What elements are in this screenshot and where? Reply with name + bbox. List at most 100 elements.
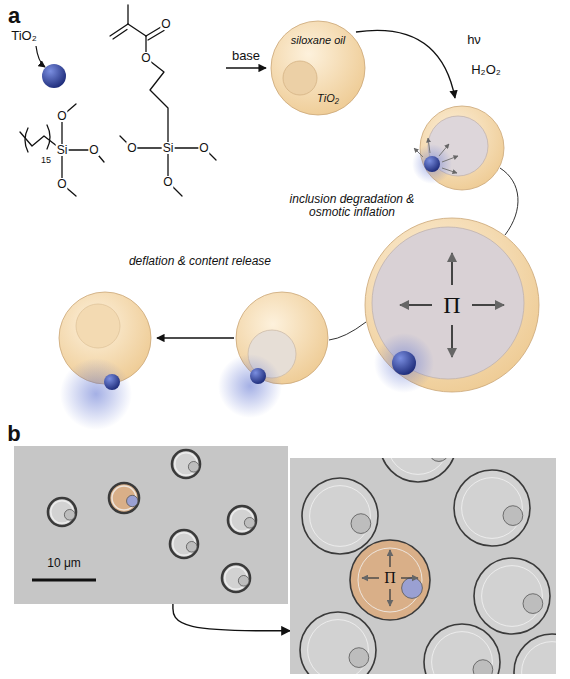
- inflated-droplet: Π: [364, 217, 540, 393]
- pressure-arrow: [389, 550, 390, 567]
- atom-label: Si: [56, 144, 69, 156]
- droplet-body: [48, 498, 76, 526]
- atom-label: O: [56, 178, 67, 190]
- inclusion: [402, 578, 423, 599]
- inclusion: [473, 660, 493, 674]
- droplet-body: [454, 470, 530, 546]
- node-shape: [14, 446, 288, 604]
- droplet-body: [474, 558, 550, 634]
- bond: [148, 31, 164, 41]
- droplet-highlight: [462, 478, 523, 539]
- bond: [127, 5, 128, 24]
- inclusion: [372, 227, 524, 379]
- pressure-arrow: [451, 253, 453, 285]
- tio2-particle: [250, 368, 266, 384]
- osmotic-pressure-symbol: Π: [384, 569, 396, 587]
- droplet-body: [170, 530, 198, 558]
- bond: [146, 58, 168, 148]
- droplet: [302, 478, 378, 554]
- bond: [128, 24, 146, 36]
- droplet-body: [350, 540, 430, 620]
- step-label: deflation & content release: [129, 255, 271, 268]
- atom-label: O: [56, 110, 67, 122]
- arrow-label: base: [232, 49, 260, 63]
- pointer-arrow: [36, 46, 45, 67]
- radical-arrow: [442, 168, 457, 173]
- release-glow: [60, 358, 132, 430]
- droplet-body: [514, 634, 556, 674]
- release-glow: [374, 333, 434, 393]
- arrow-label: H₂O₂: [471, 63, 501, 77]
- scale-label: 10 μm: [47, 557, 81, 570]
- droplet: [350, 540, 430, 620]
- bond: [113, 30, 127, 40]
- radical-arrow: [428, 138, 430, 153]
- particle-label: TiO₂: [317, 92, 339, 104]
- tio2-particle: [392, 351, 416, 375]
- atom-label: O: [160, 18, 171, 30]
- chemical-structure: [20, 5, 216, 196]
- inclusion: [349, 648, 369, 668]
- droplet: [222, 564, 250, 592]
- droplet-body: [380, 458, 456, 482]
- inclusion: [429, 458, 449, 461]
- droplet-label: siloxane oil: [291, 34, 345, 46]
- droplet: [48, 498, 76, 526]
- oil-droplet: [365, 218, 539, 392]
- particle-label: TiO₂: [11, 29, 37, 43]
- inclusion: [64, 509, 75, 520]
- release-glow: [412, 144, 452, 184]
- step-label: inclusion degradation & osmotic inflatio…: [279, 193, 425, 219]
- droplet: [172, 450, 200, 478]
- droplet-highlight: [310, 486, 371, 547]
- droplet: [454, 470, 530, 546]
- inclusion: [503, 506, 523, 526]
- tio2-particle: [42, 64, 66, 88]
- droplet-body: [172, 450, 200, 478]
- inclusion: [283, 61, 317, 95]
- droplet: [300, 612, 376, 674]
- oil-droplet: siloxane oilTiO₂: [270, 20, 366, 116]
- droplet: [109, 483, 139, 513]
- droplet: [514, 634, 556, 674]
- droplet-body: [222, 564, 250, 592]
- atom-label: O: [140, 52, 151, 64]
- panel-letter: b: [7, 422, 20, 446]
- micrograph-background: [14, 446, 288, 604]
- droplet-highlight: [308, 620, 369, 674]
- droplet: [380, 458, 456, 482]
- reaction-arrow: [157, 337, 234, 338]
- pressure-arrow: [472, 304, 504, 306]
- release-glow: [218, 354, 282, 418]
- radical-arrow: [442, 156, 458, 162]
- micrograph-panel: Π: [290, 458, 556, 674]
- droplet-highlight: [358, 548, 422, 612]
- tio2-particle: [424, 156, 440, 172]
- droplet-highlight: [482, 566, 543, 627]
- droplet-highlight: [522, 642, 556, 674]
- subscript-number: 15: [40, 156, 52, 165]
- droplet-body: [228, 506, 256, 534]
- pressure-arrow: [400, 304, 432, 306]
- node-shape: [290, 458, 556, 674]
- pressure-arrow: [451, 325, 453, 357]
- droplet: [170, 530, 198, 558]
- radical-arrows: [414, 138, 458, 173]
- sequence-line: [500, 168, 518, 235]
- bracket: [25, 128, 28, 152]
- droplet-body: [109, 483, 139, 513]
- atom-label: O: [126, 142, 137, 154]
- droplet: [474, 558, 550, 634]
- bracket: [47, 125, 50, 149]
- atom-label: Si: [162, 142, 175, 154]
- connector-arrow: [173, 604, 290, 631]
- pressure-arrow: [401, 577, 418, 578]
- inclusion: [523, 594, 543, 614]
- droplet-highlight: [388, 458, 449, 474]
- panel-letter: a: [8, 4, 20, 28]
- droplet-body: [300, 612, 376, 674]
- inclusion: [186, 541, 197, 552]
- scale-bar: [32, 579, 96, 582]
